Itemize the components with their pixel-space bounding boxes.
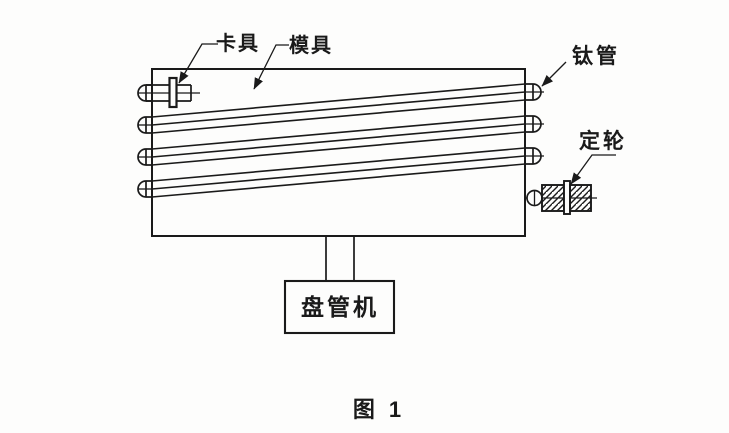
- coil-pass-1-bottom: [151, 99, 526, 134]
- wheel-hub-right-section: [569, 184, 592, 212]
- label-titanium-tube: 钛管: [572, 44, 620, 68]
- tube-stub-right-2: [525, 115, 544, 133]
- tube-stubs-right: [525, 83, 544, 165]
- tube-stub-right-3: [525, 147, 544, 165]
- leader-mold: [253, 44, 289, 90]
- guide-wheel-assembly: [525, 180, 597, 215]
- coil-pass-1-center: [151, 91, 526, 126]
- coil-pass-2-bottom: [151, 131, 526, 166]
- tube-stub-left-4: [137, 180, 152, 198]
- coil-pass-3-bottom: [151, 163, 526, 198]
- coiling-machine: 盘管机: [283, 279, 396, 335]
- label-fixed-wheel: 定轮: [579, 129, 627, 153]
- coiling-machine-label: 盘管机: [301, 294, 379, 320]
- figure-caption: 图 1: [353, 397, 405, 422]
- tube-stub-right-1: [525, 83, 544, 101]
- coil-pass-1-top: [151, 83, 526, 118]
- drive-shaft: [325, 236, 355, 281]
- wheel-hub-left-section: [541, 184, 565, 212]
- coil-pass-3-top: [151, 147, 526, 182]
- leader-clamp: [178, 43, 218, 84]
- leader-lines: [178, 43, 616, 185]
- leader-fixed-wheel: [570, 154, 616, 185]
- label-clamp: 卡具: [216, 32, 260, 55]
- tube-stub-left-2: [137, 116, 152, 134]
- tube-stub-left-3: [137, 148, 152, 166]
- coil-pass-3-center: [151, 155, 526, 190]
- coil-pass-2-center: [151, 123, 526, 158]
- coil-pass-2-top: [151, 115, 526, 150]
- label-mold: 模具: [289, 33, 333, 57]
- leader-titanium-tube: [541, 61, 567, 87]
- tube-stubs-left: [137, 84, 200, 198]
- clamp-device: [168, 76, 178, 109]
- coiling-machine-box: [283, 279, 396, 335]
- tube-coil: [151, 83, 526, 198]
